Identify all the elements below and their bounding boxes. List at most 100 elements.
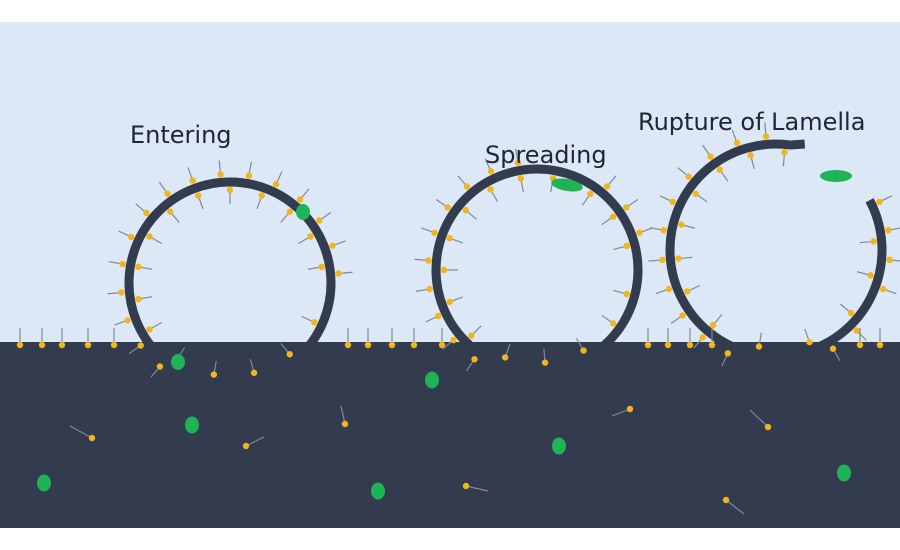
outer-surfactant-head: [463, 183, 471, 190]
outer-surfactant-head: [296, 196, 304, 203]
inner-surfactant-head: [747, 152, 754, 159]
bulk-surfactant-head: [722, 496, 730, 504]
inner-surfactant-head: [286, 208, 293, 215]
bulk-surfactant-tail: [725, 499, 745, 515]
surface-surfactant-head: [644, 341, 652, 349]
outer-surfactant-head: [487, 168, 495, 175]
surface-surfactant-head: [438, 341, 446, 349]
bubble-spreading: [414, 148, 653, 376]
outer-surfactant-head: [679, 312, 686, 319]
outer-surfactant-head: [143, 209, 150, 217]
inner-surfactant-head: [517, 175, 525, 182]
antifoam-droplet: [552, 437, 566, 455]
antifoam-droplet: [185, 416, 199, 434]
outer-surfactant-head: [118, 289, 125, 296]
outer-surfactant-head: [699, 334, 706, 341]
surface-surfactant-head: [364, 341, 372, 349]
bulk-surfactant-head: [462, 482, 470, 490]
outer-surfactant-head: [603, 183, 611, 190]
outer-surfactant-head: [885, 227, 892, 234]
inner-surfactant-head: [806, 338, 813, 346]
inner-surfactant-head: [307, 233, 314, 240]
inner-surfactant-head: [501, 354, 509, 361]
outer-surfactant-head: [119, 260, 126, 268]
outer-surfactant-head: [659, 256, 666, 264]
inner-surfactant-head: [781, 149, 788, 156]
antifoam-droplet: [371, 482, 385, 500]
inner-surfactant-head: [623, 242, 631, 250]
outer-surfactant-head: [435, 312, 442, 320]
inner-surfactant-head: [609, 213, 617, 220]
antifoam-droplet: [37, 474, 51, 492]
outer-surfactant-head: [665, 285, 673, 293]
bulk-particles: [37, 371, 851, 515]
surface-surfactant-head: [344, 341, 352, 349]
inner-surfactant-head: [210, 371, 218, 378]
outer-surfactant-head: [707, 153, 714, 160]
bulk-surfactant-tail: [465, 485, 489, 492]
surface-surfactant-head: [410, 341, 418, 349]
air-region: [0, 22, 900, 344]
bulk-surfactant-tail: [245, 436, 265, 447]
inner-surfactant-head: [440, 266, 448, 274]
surface-surfactant-head: [84, 341, 92, 349]
stage-label-entering: Entering: [130, 121, 232, 149]
outer-surfactant-head: [426, 285, 433, 293]
bulk-surfactant-head: [341, 420, 349, 428]
outer-surfactant-head: [623, 204, 630, 211]
inner-surfactant-head: [675, 255, 682, 262]
inner-surfactant-head: [462, 207, 469, 214]
inner-surfactant-head: [867, 272, 874, 279]
outer-surfactant-head: [128, 233, 135, 241]
outer-surfactant-head: [335, 270, 342, 277]
surface-surfactant-head: [38, 341, 46, 349]
outer-surfactant-head: [879, 285, 887, 293]
outer-surfactant-head: [425, 257, 432, 264]
inner-surfactant-head: [683, 288, 691, 295]
inner-surfactant-head: [709, 321, 717, 329]
bulk-surfactant-tail: [69, 425, 93, 439]
outer-surfactant-head: [886, 256, 893, 264]
outer-surfactant-head: [514, 159, 522, 166]
inner-surfactant-head: [446, 298, 453, 306]
surface-surfactant-head: [664, 341, 672, 349]
inner-surfactant-head: [678, 221, 685, 228]
outer-surfactant-head: [829, 345, 837, 352]
outer-surfactant-head: [431, 229, 438, 236]
outer-surfactant-head: [137, 342, 144, 349]
lamella-film: [124, 177, 336, 389]
inner-surfactant-head: [446, 234, 453, 242]
outer-surfactant-head: [164, 190, 171, 197]
inner-surfactant-head: [258, 192, 266, 199]
antifoam-droplet: [837, 464, 851, 482]
inner-surfactant-head: [318, 263, 325, 271]
lamella-film: [431, 164, 643, 376]
bulk-surfactant-head: [88, 434, 96, 442]
outer-surfactant-head: [733, 139, 741, 147]
inner-surfactant-head: [286, 351, 293, 358]
inner-surfactant-head: [311, 319, 318, 326]
inner-surfactant-head: [580, 347, 587, 354]
outer-surfactant-head: [272, 181, 280, 188]
inner-surfactant-head: [716, 166, 723, 173]
outer-surfactant-head: [762, 133, 770, 140]
inner-surfactant-head: [468, 332, 475, 339]
outer-surfactant-head: [156, 363, 164, 370]
outer-surfactant-head: [217, 171, 224, 178]
surface-surfactant-head: [16, 341, 24, 349]
inner-surfactant-head: [623, 290, 631, 298]
outer-surfactant-head: [316, 217, 323, 224]
inner-surfactant-head: [755, 343, 763, 350]
antifoam-droplet: [171, 354, 185, 370]
surface-surfactant-head: [110, 341, 118, 349]
outer-surfactant-head: [636, 229, 643, 236]
surface-surfactant-head: [876, 341, 884, 349]
bubble-entering: [107, 160, 353, 389]
outer-surfactant-head: [669, 198, 676, 206]
inner-surfactant-head: [847, 309, 855, 317]
inner-surfactant-head: [541, 359, 549, 366]
outer-surfactant-head: [660, 227, 667, 234]
liquid-region: [0, 342, 900, 528]
outer-surfactant-head: [124, 317, 131, 324]
inner-surfactant-head: [226, 186, 234, 194]
